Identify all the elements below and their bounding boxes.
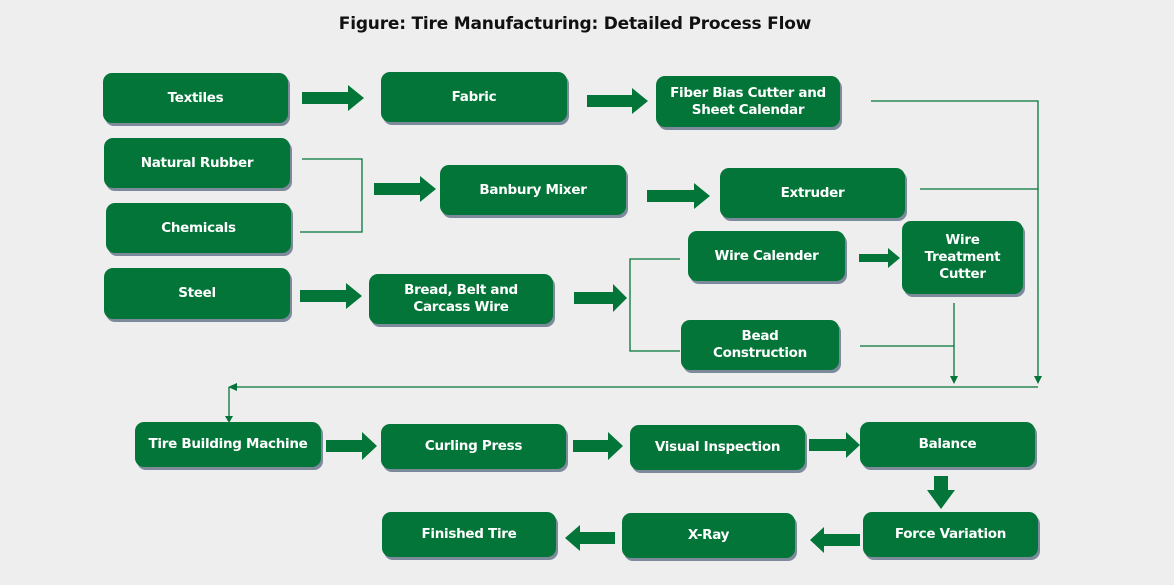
arrow-textiles-to-fabric [302, 85, 364, 111]
arrowhead-treatment-down [950, 376, 958, 384]
node-balance: Balance [860, 422, 1035, 467]
arrow-bread-belt-to-wire-branch [574, 284, 627, 312]
arrowhead-tire-building-down [225, 416, 233, 423]
arrow-fabric-to-fiber-bias [587, 88, 648, 114]
arrow-to-banbury [374, 176, 436, 202]
node-force-variation: Force Variation [863, 512, 1038, 557]
node-banbury-mixer: Banbury Mixer [440, 165, 626, 215]
node-wire-calender: Wire Calender [688, 231, 845, 281]
arrow-visual-to-balance [809, 432, 860, 458]
node-bead-construction: Bead Construction [681, 320, 839, 370]
arrowhead-right-bus-down [1034, 376, 1042, 384]
node-fiber-bias-cutter: Fiber Bias Cutter and Sheet Calendar [656, 76, 840, 127]
node-textiles: Textiles [103, 73, 288, 123]
arrow-steel-to-bread-belt [300, 283, 362, 309]
node-xray: X-Ray [622, 513, 795, 558]
connector-rubber-chemicals-bracket [300, 158, 363, 233]
node-wire-treatment-cutter: Wire Treatment Cutter [902, 221, 1023, 294]
node-natural-rubber: Natural Rubber [104, 138, 290, 188]
node-steel: Steel [104, 268, 290, 319]
arrowhead-bus-left [228, 383, 237, 391]
node-bread-belt-carcass-wire: Bread, Belt and Carcass Wire [369, 274, 553, 324]
connector-wire-branch-bracket [629, 258, 680, 352]
connector-fiber-bias-to-bus [871, 100, 1039, 378]
arrow-tire-building-to-curling [326, 432, 377, 460]
node-visual-inspection: Visual Inspection [630, 425, 805, 470]
arrow-balance-to-force-variation [927, 476, 955, 509]
node-finished-tire: Finished Tire [382, 512, 556, 557]
node-extruder: Extruder [720, 168, 905, 218]
node-tire-building-machine: Tire Building Machine [135, 422, 321, 467]
node-curling-press: Curling Press [381, 424, 566, 469]
arrow-force-variation-to-xray [810, 527, 860, 553]
node-fabric: Fabric [381, 72, 567, 122]
arrow-banbury-to-extruder [647, 183, 710, 209]
arrow-curling-to-visual [573, 432, 623, 460]
figure-title: Figure: Tire Manufacturing: Detailed Pro… [338, 14, 812, 34]
node-chemicals: Chemicals [106, 203, 291, 253]
arrow-xray-to-finished [565, 525, 615, 551]
arrow-wire-calender-to-treatment [859, 248, 900, 268]
